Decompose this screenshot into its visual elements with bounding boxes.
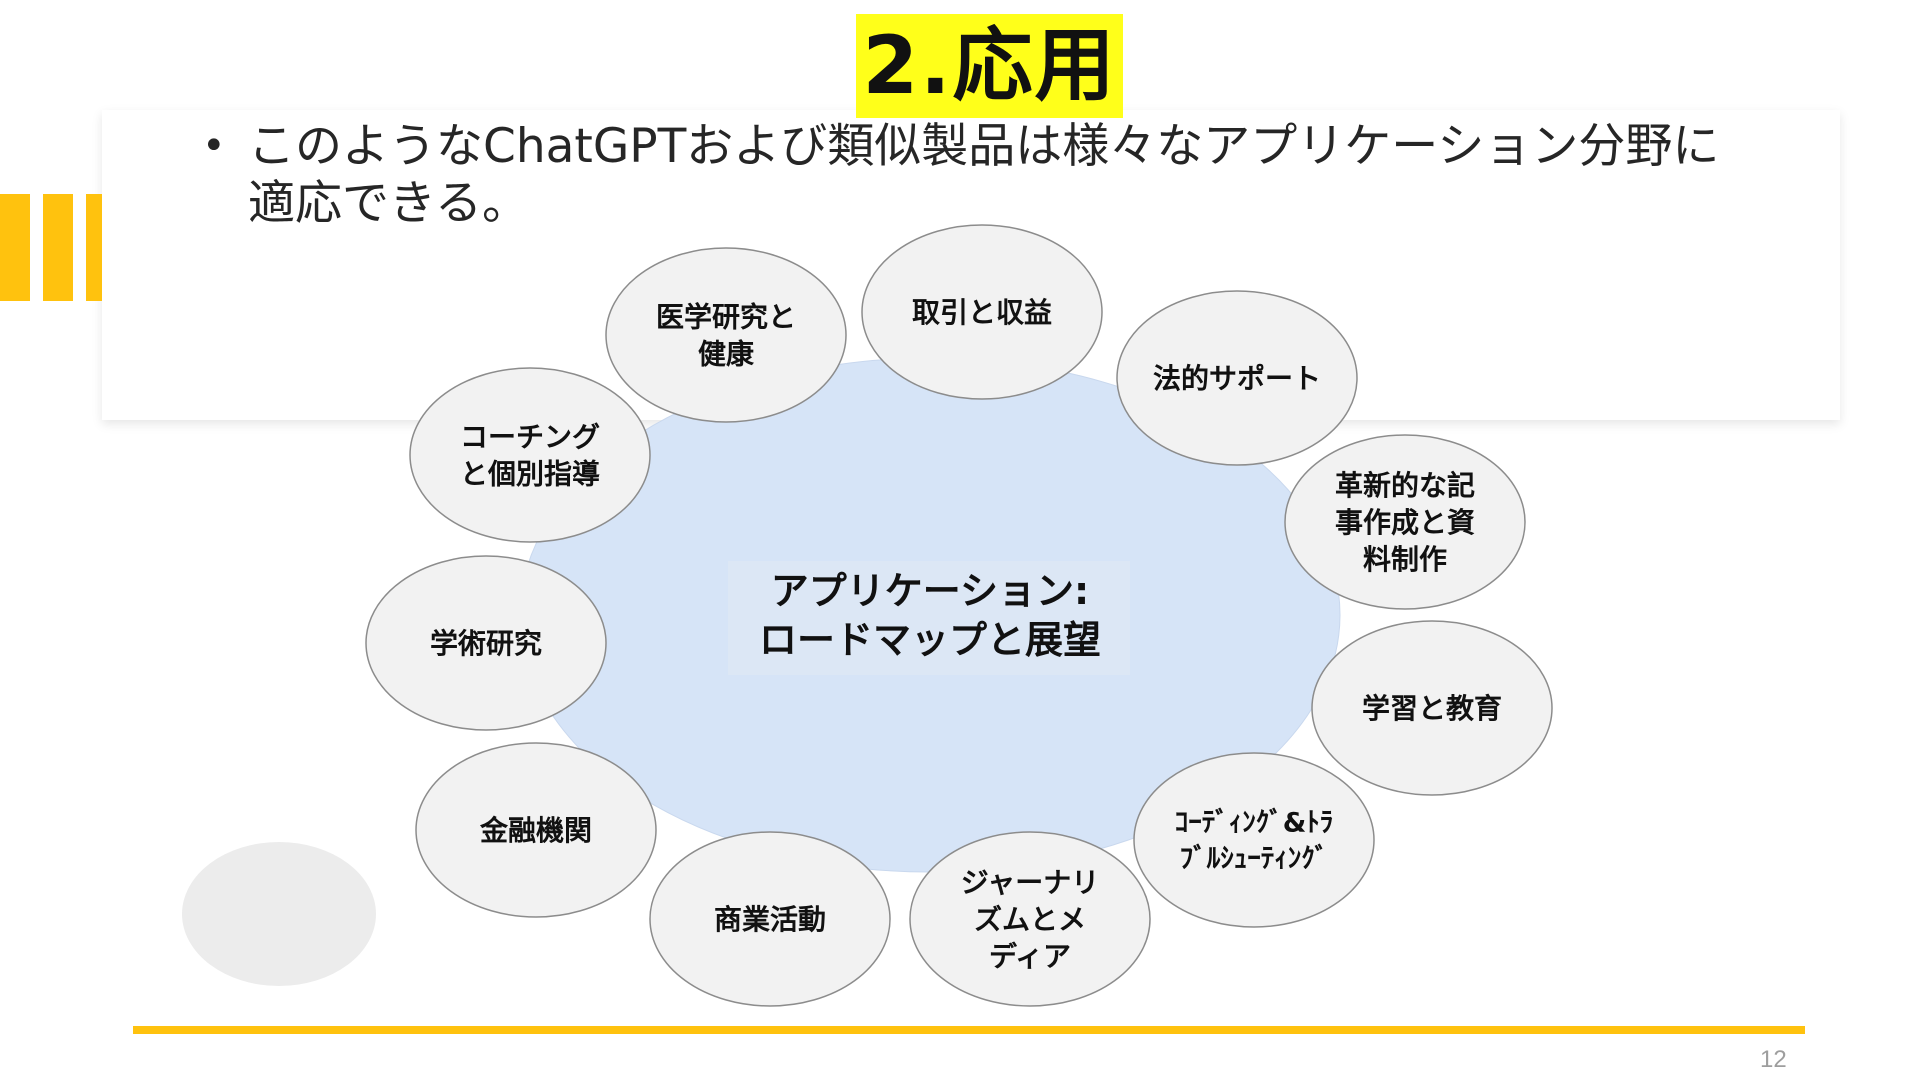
node-learning-education: 学習と教育 [1311, 620, 1553, 796]
accent-bar-3 [86, 194, 102, 301]
node-label: 料制作 [1363, 543, 1447, 576]
center-label-line1: アプリケーション: [771, 569, 1089, 613]
center-label-line2: ロードマップと展望 [759, 618, 1101, 662]
bullet-text: このようなChatGPTおよび類似製品は様々なアプリケーション分野に適応できる。 [248, 119, 1720, 231]
accent-bar-1 [0, 194, 30, 301]
node-bubble [1284, 434, 1526, 610]
node-financial-institutions: 金融機関 [415, 742, 657, 918]
node-label: ディア [989, 940, 1071, 973]
node-bubble [605, 247, 847, 423]
accent-bar-2 [43, 194, 73, 301]
node-trading-revenue: 取引と収益 [861, 224, 1103, 400]
slide-title: 2.応用 [862, 19, 1117, 112]
node-label: 医学研究と [656, 301, 796, 334]
node-bubble [1311, 620, 1553, 796]
node-bubble [649, 831, 891, 1007]
node-bubble [415, 742, 657, 918]
node-label: 革新的な記 [1335, 469, 1475, 502]
node-bubble [1116, 290, 1358, 466]
node-label: ｺｰﾃﾞｨﾝｸﾞ&ﾄﾗ [1175, 808, 1334, 839]
node-coding-troubleshooting: ｺｰﾃﾞｨﾝｸﾞ&ﾄﾗ ﾌﾞﾙｼｭｰﾃｨﾝｸﾞ [1133, 752, 1375, 928]
node-bubble [409, 367, 651, 543]
node-bubble [365, 555, 607, 731]
node-label: ズムとメ [974, 903, 1086, 936]
node-bubble [861, 224, 1103, 400]
bullet-item: • このようなChatGPTおよび類似製品は様々なアプリケーション分野に適応でき… [202, 118, 1722, 232]
bullet-dot: • [202, 123, 226, 169]
node-label: 金融機関 [479, 814, 592, 847]
node-label: と個別指導 [460, 458, 600, 491]
node-label: ﾌﾞﾙｼｭｰﾃｨﾝｸﾞ [1180, 844, 1329, 875]
node-label: コーチング [460, 421, 600, 454]
node-label: 事作成と資 [1335, 506, 1475, 539]
page-number: 12 [1760, 1046, 1787, 1073]
node-label: ジャーナリ [961, 866, 1100, 899]
node-bubble [1133, 752, 1375, 928]
node-label: 健康 [698, 338, 755, 371]
node-label: 取引と収益 [912, 296, 1052, 329]
footer-line [133, 1026, 1805, 1034]
center-group: アプリケーション: ロードマップと展望 [519, 357, 1341, 873]
node-academic-research: 学術研究 [365, 555, 607, 731]
node-label: 法的サポート [1153, 362, 1321, 395]
node-commerce: 商業活動 [649, 831, 891, 1007]
node-legal-support: 法的サポート [1116, 290, 1358, 466]
node-label: 学習と教育 [1362, 692, 1502, 725]
node-label: 商業活動 [714, 903, 826, 936]
title-highlight: 2.応用 [856, 14, 1123, 118]
center-label-bg [728, 561, 1130, 675]
decorative-ellipse [182, 842, 376, 986]
node-label: 学術研究 [430, 627, 542, 660]
node-bubble [909, 831, 1151, 1007]
